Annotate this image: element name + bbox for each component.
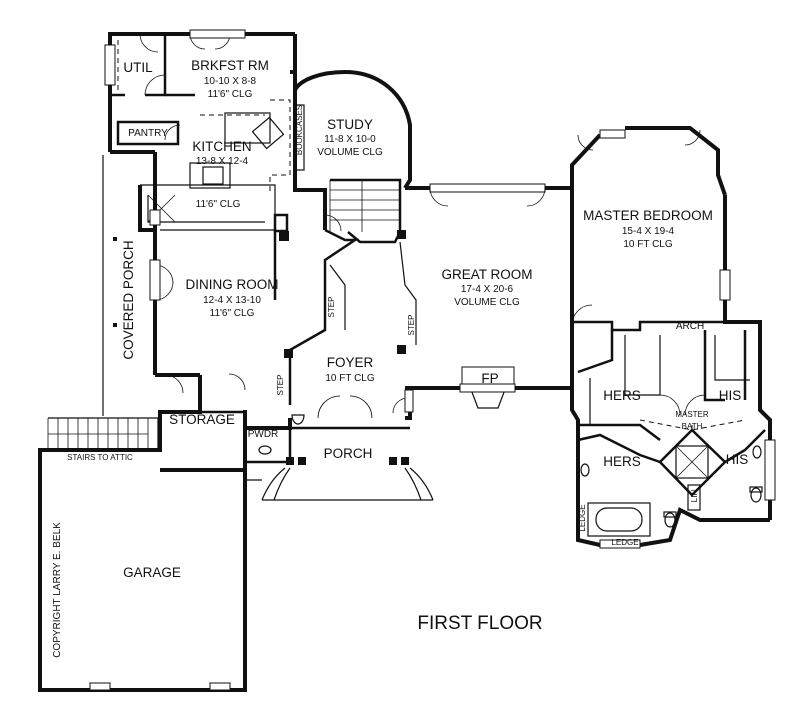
study-clg: VOLUME CLG xyxy=(317,147,383,158)
kitchen-clg: 11'6" CLG xyxy=(196,199,241,210)
interior-walls xyxy=(47,34,766,691)
foyer-clg: 10 FT CLG xyxy=(325,373,374,384)
main-stairs xyxy=(330,180,400,232)
brkfst-dim: 10-10 X 8-8 xyxy=(204,76,257,87)
garage-label: GARAGE xyxy=(123,565,181,580)
pantry-label: PANTRY xyxy=(128,128,168,139)
windows xyxy=(104,29,776,549)
arch-label: ARCH xyxy=(676,321,704,332)
bathtub xyxy=(587,502,651,537)
master-dim: 15-4 X 19-4 xyxy=(622,226,675,237)
kitchen-dim: 13-8 X 12-4 xyxy=(196,156,249,167)
dining-dim: 12-4 X 13-10 xyxy=(203,295,261,306)
porch-steps xyxy=(261,467,434,501)
his-closet-label: HIS xyxy=(719,388,742,403)
stairs-attic-label: STAIRS TO ATTIC xyxy=(67,453,133,462)
exterior-walls xyxy=(38,32,772,692)
hers-closet-label: HERS xyxy=(603,388,641,403)
lin-label: LIN xyxy=(690,490,699,503)
study-name: STUDY xyxy=(327,117,373,132)
brkfst-name: BRKFST RM xyxy=(191,58,269,73)
pwdr-label: PWDR xyxy=(248,429,279,440)
step-foyer-label: STEP xyxy=(276,375,285,396)
ledge-side-label: LEDGE xyxy=(578,504,587,531)
porch-label: PORCH xyxy=(324,446,373,461)
brkfst-clg: 11'6" CLG xyxy=(208,89,253,100)
fp-label: FP xyxy=(481,371,498,386)
great-clg: VOLUME CLG xyxy=(454,297,520,308)
dining-name: DINING ROOM xyxy=(186,277,279,292)
plan-title: FIRST FLOOR xyxy=(417,613,542,634)
covered-porch-label: COVERED PORCH xyxy=(121,240,136,359)
util-label: UTIL xyxy=(123,60,153,75)
master-bath-label-2: BATH xyxy=(682,422,703,431)
copyright-text: COPYRIGHT LARRY E. BELK xyxy=(52,522,63,658)
hers-bath-label: HERS xyxy=(603,454,641,469)
study-dim: 11-8 X 10-0 xyxy=(324,134,376,145)
step-dining-label: STEP xyxy=(327,297,336,318)
great-dim: 17-4 X 20-6 xyxy=(461,284,514,295)
master-bath-label-1: MASTER xyxy=(675,410,709,419)
bookcases-label: BOOKCASES xyxy=(295,105,304,155)
master-clg: 10 FT CLG xyxy=(623,239,672,250)
ledge-bottom-label: LEDGE xyxy=(611,538,638,547)
great-name: GREAT ROOM xyxy=(441,267,532,282)
master-name: MASTER BEDROOM xyxy=(583,208,713,223)
attic-stairs xyxy=(47,417,159,450)
foyer-name: FOYER xyxy=(327,355,374,370)
his-bath-label: HIS xyxy=(726,452,749,467)
room-labels: UTIL BRKFST RM 10-10 X 8-8 11'6" CLG PAN… xyxy=(52,58,748,658)
storage-label: STORAGE xyxy=(169,412,235,427)
step-great-label: STEP xyxy=(407,315,416,336)
dining-clg: 11'6" CLG xyxy=(210,308,255,319)
master-shower xyxy=(658,428,727,497)
porch-posts xyxy=(286,457,409,465)
kitchen-name: KITCHEN xyxy=(192,139,251,154)
